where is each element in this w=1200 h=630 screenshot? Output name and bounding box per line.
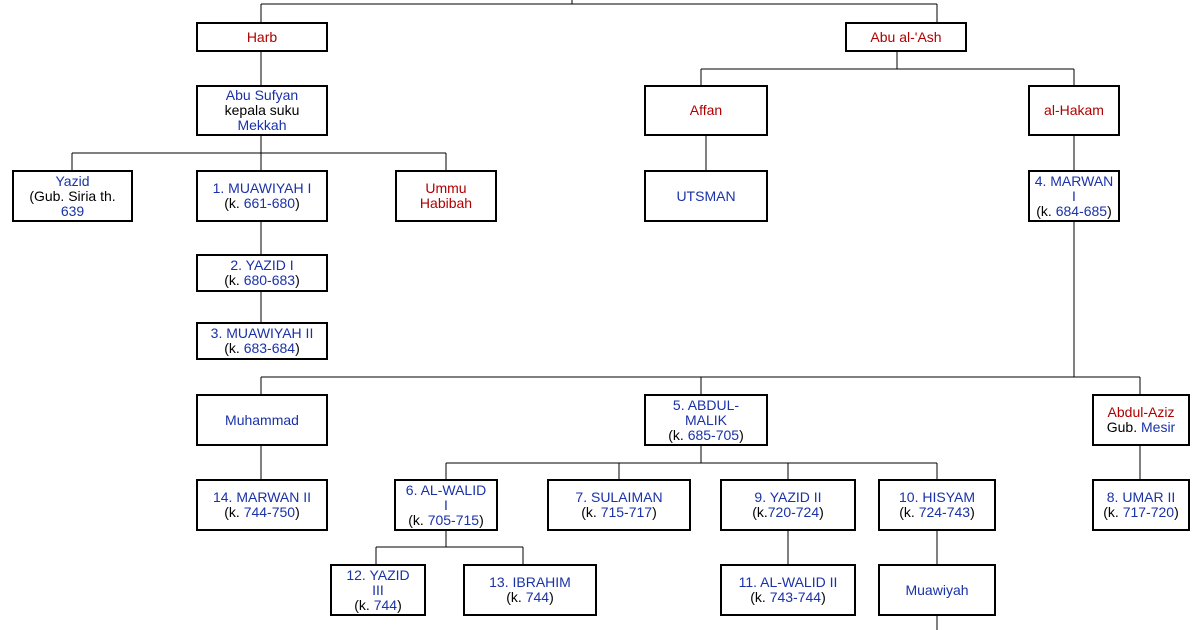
- name[interactable]: 6. AL-WALID I: [405, 481, 487, 513]
- name[interactable]: 3. MUAWIYAH II: [210, 325, 314, 341]
- years-link[interactable]: 720-724: [767, 504, 820, 520]
- node-al-hakam[interactable]: al-Hakam: [1028, 85, 1120, 136]
- node-abu-sufyan: Abu Sufyan kepala suku Mekkah: [196, 85, 328, 136]
- name[interactable]: 8. UMAR II: [1106, 489, 1176, 505]
- node-umar-ii: 8. UMAR II (k. 717-720): [1092, 479, 1190, 531]
- node-affan[interactable]: Affan: [644, 85, 768, 136]
- years-link[interactable]: 705-715: [427, 511, 480, 528]
- node-muhammad[interactable]: Muhammad: [196, 394, 328, 446]
- years-link[interactable]: 661-680: [243, 195, 296, 211]
- name[interactable]: 7. SULAIMAN: [575, 489, 663, 505]
- years-link[interactable]: 724-743: [918, 504, 971, 520]
- years-link[interactable]: 744-750: [243, 504, 296, 520]
- name[interactable]: Muawiyah: [905, 581, 969, 598]
- node-muawiyah-son[interactable]: Muawiyah: [878, 564, 996, 616]
- connector-abu-sufyan: [71, 135, 447, 171]
- years-link[interactable]: 683-684: [243, 340, 296, 356]
- node-al-walid-ii: 11. AL-WALID II (k. 743-744): [720, 564, 856, 616]
- place-link[interactable]: Mesir: [1141, 419, 1176, 435]
- name[interactable]: Muhammad: [225, 411, 299, 428]
- name[interactable]: 1. MUAWIYAH I: [212, 180, 312, 196]
- node-harb[interactable]: Harb: [196, 22, 328, 52]
- name[interactable]: 13. IBRAHIM: [489, 574, 571, 590]
- node-al-walid-i: 6. AL-WALID I (k. 705-715): [394, 479, 498, 531]
- title: kepala suku: [224, 102, 300, 118]
- name[interactable]: Abdul-Aziz: [1107, 404, 1175, 420]
- node-yazid-ii: 9. YAZID II (k.720-724): [720, 479, 856, 531]
- node-marwan-ii: 14. MARWAN II (k. 744-750): [196, 479, 328, 531]
- years-link[interactable]: 684-685: [1055, 202, 1108, 219]
- name[interactable]: Yazid: [55, 172, 90, 189]
- name[interactable]: 2. YAZID I: [230, 257, 294, 273]
- year-link[interactable]: 639: [60, 202, 85, 219]
- years-link[interactable]: 715-717: [600, 504, 653, 520]
- node-yazid-iii: 12. YAZID III (k. 744): [330, 564, 426, 616]
- node-yazid-i: 2. YAZID I (k. 680-683): [196, 254, 328, 292]
- years-link[interactable]: 744: [525, 589, 550, 605]
- connector-root: [260, 0, 938, 23]
- connector-marwan-i: [260, 221, 1141, 395]
- years-link[interactable]: 680-683: [243, 272, 296, 288]
- node-hisyam: 10. HISYAM (k. 724-743): [878, 479, 996, 531]
- connector-al-walid-i: [375, 530, 524, 565]
- years-link[interactable]: 717-720: [1122, 504, 1175, 520]
- name[interactable]: al-Hakam: [1044, 102, 1104, 118]
- name[interactable]: 9. YAZID II: [754, 489, 822, 505]
- years-link[interactable]: 743-744: [769, 589, 822, 605]
- node-sulaiman: 7. SULAIMAN (k. 715-717): [547, 479, 691, 531]
- name[interactable]: Abu al-'Ash: [870, 28, 942, 45]
- name[interactable]: Harb: [246, 28, 278, 45]
- node-abu-al-ash[interactable]: Abu al-'Ash: [845, 22, 967, 52]
- note: (Gub. Siria th.: [29, 187, 116, 204]
- node-muawiyah-i: 1. MUAWIYAH I (k. 661-680): [196, 170, 328, 222]
- name[interactable]: 4. MARWAN I: [1034, 172, 1114, 204]
- years-link[interactable]: 685-705: [687, 426, 740, 443]
- name[interactable]: 11. AL-WALID II: [738, 574, 838, 590]
- node-utsman[interactable]: UTSMAN: [644, 170, 768, 222]
- name[interactable]: 5. ABDUL-MALIK: [672, 396, 740, 428]
- name[interactable]: Ummu Habibah: [419, 180, 473, 211]
- node-abdul-aziz: Abdul-Aziz Gub. Mesir: [1092, 394, 1190, 446]
- name[interactable]: 12. YAZID III: [346, 566, 410, 598]
- place-link[interactable]: Mekkah: [237, 117, 287, 133]
- years-link[interactable]: 744: [373, 596, 398, 613]
- name[interactable]: Abu Sufyan: [225, 87, 299, 103]
- name[interactable]: UTSMAN: [676, 187, 736, 204]
- connector-abdul-malik: [445, 445, 938, 480]
- name[interactable]: 14. MARWAN II: [212, 489, 312, 505]
- node-marwan-i: 4. MARWAN I (k. 684-685): [1028, 170, 1120, 222]
- node-ummu-habibah[interactable]: Ummu Habibah: [395, 170, 497, 222]
- name[interactable]: 10. HISYAM: [899, 489, 975, 505]
- node-ibrahim: 13. IBRAHIM (k. 744): [463, 564, 597, 616]
- connector-abu-al-ash: [700, 51, 1075, 86]
- node-yazid-gub: Yazid (Gub. Siria th. 639: [12, 170, 133, 222]
- node-abdul-malik: 5. ABDUL-MALIK (k. 685-705): [644, 394, 768, 446]
- name[interactable]: Affan: [689, 102, 723, 118]
- node-muawiyah-ii: 3. MUAWIYAH II (k. 683-684): [196, 322, 328, 360]
